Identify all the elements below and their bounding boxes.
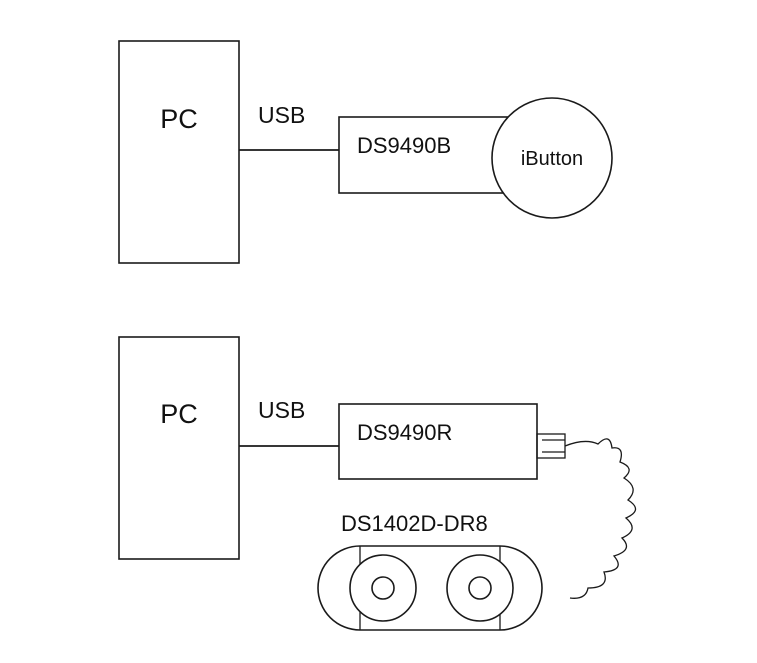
bottom-adapter-box bbox=[338, 403, 538, 480]
probe-label: DS1402D-DR8 bbox=[341, 511, 488, 536]
top-configuration: PC USB DS9490B iButton bbox=[118, 40, 613, 264]
bottom-pc-box bbox=[118, 336, 240, 560]
top-ibutton-label: iButton bbox=[521, 148, 583, 170]
bottom-pc-label: PC bbox=[160, 399, 198, 429]
bottom-adapter-label: DS9490R bbox=[357, 420, 452, 445]
top-usb-label: USB bbox=[258, 102, 305, 128]
rj11-jack-icon bbox=[536, 433, 566, 459]
probe-cable bbox=[564, 438, 637, 599]
top-pc-box bbox=[118, 40, 240, 264]
top-ibutton-circle bbox=[491, 97, 613, 219]
top-pc-label: PC bbox=[160, 104, 198, 134]
bottom-usb-label: USB bbox=[258, 397, 305, 423]
bottom-configuration: PC USB DS9490R DS1402D-DR8 bbox=[118, 336, 637, 631]
probe-body bbox=[317, 545, 543, 631]
top-adapter-label: DS9490B bbox=[357, 133, 451, 158]
